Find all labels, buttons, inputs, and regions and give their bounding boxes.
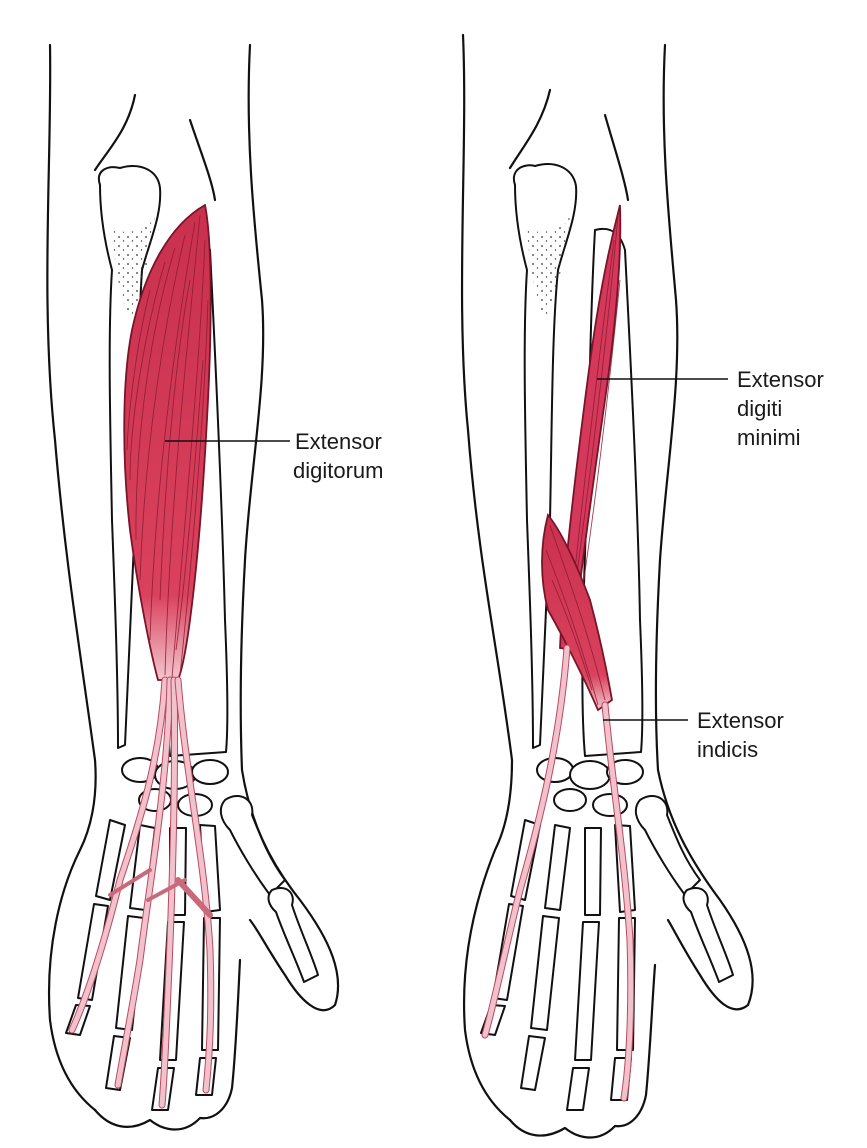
- right-ulna-bone: [512, 163, 578, 749]
- left-muscle-fibers: [126, 214, 209, 679]
- right-indicis-fibers: [545, 524, 606, 706]
- right-arm-outline-right: [654, 43, 754, 1011]
- left-extensor-tendons: [68, 676, 215, 1109]
- right-arm-outline-left: [460, 33, 514, 1122]
- left-arm-outline-left: [46, 43, 97, 1112]
- left-label-line1: Extensor: [295, 429, 382, 454]
- right-extensor-tendons: [481, 644, 635, 1102]
- right-lower-label-line1: Extensor: [697, 708, 784, 733]
- right-upper-label-line2: digiti: [737, 396, 782, 421]
- right-elbow-contour-2: [603, 113, 630, 202]
- left-arm-illustration: Extensor digitorum: [46, 43, 383, 1131]
- left-arm-outline-right: [239, 43, 340, 1012]
- right-elbow-contour: [508, 88, 552, 170]
- right-lower-label-line2: indicis: [697, 737, 758, 762]
- left-elbow-contour: [93, 93, 137, 172]
- right-hand-fingers-outline: [508, 963, 657, 1139]
- right-arm-illustration: Extensor digiti minimi Extensor indicis: [460, 33, 824, 1139]
- left-elbow-contour-2: [188, 118, 217, 202]
- left-hand-fingers-outline: [93, 958, 242, 1131]
- left-ulna-stipple: [112, 215, 155, 320]
- right-ulna-stipple: [527, 215, 570, 320]
- right-upper-label-line3: minimi: [737, 425, 801, 450]
- right-hand-bones: [480, 757, 734, 1111]
- right-upper-label-line1: Extensor: [737, 367, 824, 392]
- left-label-line2: digitorum: [293, 458, 383, 483]
